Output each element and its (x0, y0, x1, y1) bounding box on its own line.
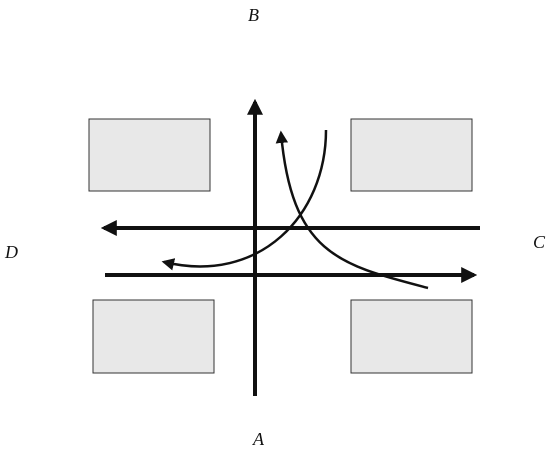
direction-label-b: B (248, 5, 259, 25)
block-top-left (88, 118, 211, 192)
direction-label-d: D (5, 242, 18, 262)
direction-label-c: C (533, 232, 546, 252)
curve-turn-to-b (275, 130, 429, 290)
block-bottom-left (92, 299, 215, 374)
direction-label-a: A (253, 429, 264, 449)
curve-turn-to-d (161, 129, 328, 271)
block-top-right (350, 118, 473, 192)
block-bottom-right (350, 299, 473, 374)
